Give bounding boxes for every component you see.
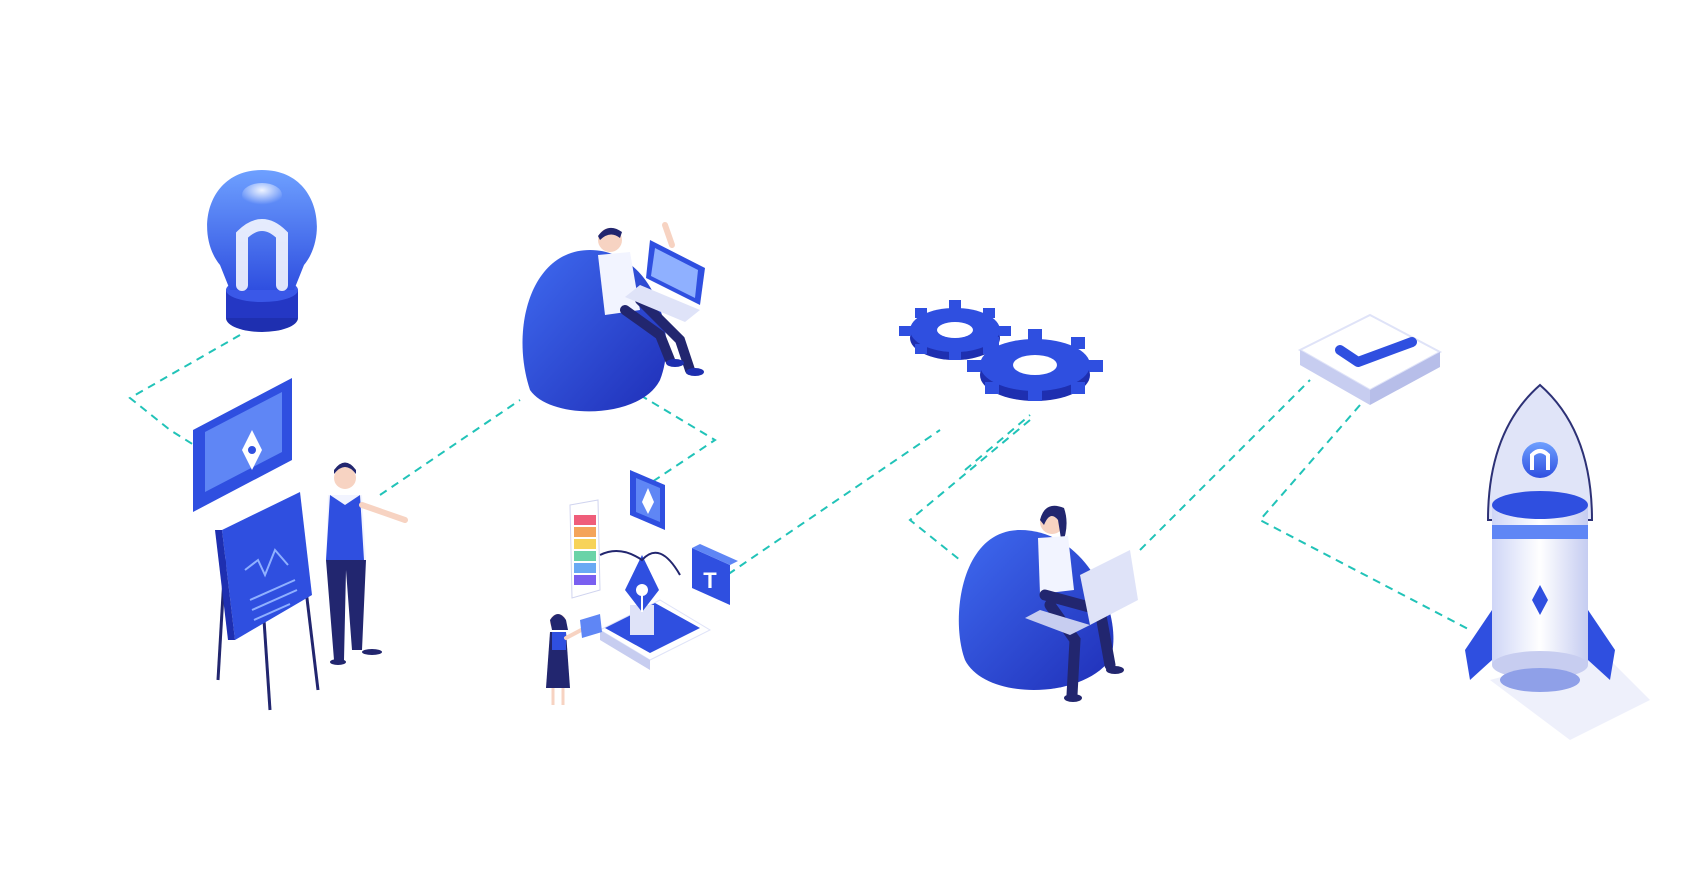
- lightbulb-icon: [207, 170, 317, 332]
- check-icon: [1297, 313, 1443, 405]
- bean-bag-man: [522, 222, 705, 412]
- flipchart: [215, 492, 320, 711]
- rocket-icon: [1465, 383, 1650, 740]
- color-swatch-card: [569, 499, 601, 599]
- text-tool-glyph: T: [703, 568, 717, 593]
- presenter-figure: [326, 462, 408, 665]
- bean-bag-woman: [958, 505, 1138, 702]
- designer-figure: [546, 614, 602, 705]
- gears-icon: [899, 300, 1103, 401]
- pen-tool-icon: [598, 550, 712, 670]
- text-tool-tile: T: [692, 544, 738, 605]
- image-tile: [630, 470, 665, 530]
- design-panel: [193, 378, 292, 512]
